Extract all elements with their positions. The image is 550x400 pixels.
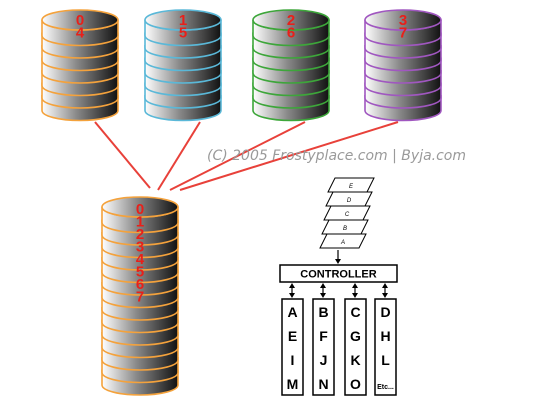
block-number: 7 [399,25,407,42]
stripe-letter: J [320,352,328,368]
block-number: 1 [136,214,144,231]
arrow-head [289,283,295,288]
block-number: 3 [136,239,144,256]
block-number: 5 [179,25,187,42]
disk-top [252,9,330,31]
disk-top [101,196,179,218]
disk-1: 15 [144,9,222,122]
block-number: 6 [136,276,144,293]
stripe-column: DHL Etc... [374,283,397,396]
block-number: 0 [136,201,144,218]
stripe-letter: L [381,352,390,368]
stripe-letter: C [350,304,360,320]
block-number: 5 [136,264,144,281]
controller-label: CONTROLLER [300,269,376,281]
block-number: 4 [136,251,145,268]
disk-top [144,9,222,31]
arrow-head [320,283,326,288]
block-number: 7 [136,289,144,306]
stripe-letter: Etc... [377,384,394,391]
arrow-head [382,283,388,288]
page-letter: B [343,226,347,232]
page-sheet [327,177,375,193]
stripe-letter: O [350,376,361,392]
page-letter: E [349,184,354,190]
disk-top [41,9,119,31]
page-stack: A B C D E [319,177,375,264]
page-letter: D [347,198,352,204]
arrow-head [352,283,358,288]
copyright-text: (C) 2005 Frostyplace.com | Byja.com [207,148,466,164]
block-number: 6 [287,25,295,42]
block-number: 2 [136,226,144,243]
stripe-letter: E [288,328,297,344]
stripe-box [374,298,397,396]
connection-line [179,121,399,191]
arrow-head [382,293,388,298]
block-number: 0 [76,12,84,29]
stripe-letter: B [318,304,328,320]
disk-0: 04 [41,9,119,122]
page-letter: C [345,212,350,218]
arrow-head [320,293,326,298]
disk-3: 37 [364,9,442,122]
connection-line [169,121,306,191]
stripe-letter: I [291,352,295,368]
block-number: 1 [179,12,187,29]
stripe-letter: D [380,304,390,320]
stripe-letter: A [287,304,297,320]
disk-2: 26 [252,9,330,122]
stripe-letter: F [319,328,328,344]
controller-box: CONTROLLER [279,264,398,283]
stripe-letter: G [350,328,361,344]
connection-line [157,121,201,191]
page-letter: A [340,240,345,246]
arrow-head [352,293,358,298]
block-number: 2 [287,12,295,29]
arrow-head [289,293,295,298]
stripe-letter: M [287,376,299,392]
disk-top [364,9,442,31]
stripe-box [344,298,367,396]
arrow-head [335,259,341,264]
connection-line [94,121,151,189]
stripe-box [281,298,304,396]
connection-lines [94,121,399,191]
stripe-box [312,298,335,396]
stripe-letter: K [350,352,360,368]
stripe-letter: N [318,376,328,392]
block-number: 4 [76,25,85,42]
stripe-letter: H [380,328,390,344]
block-number: 3 [399,12,407,29]
